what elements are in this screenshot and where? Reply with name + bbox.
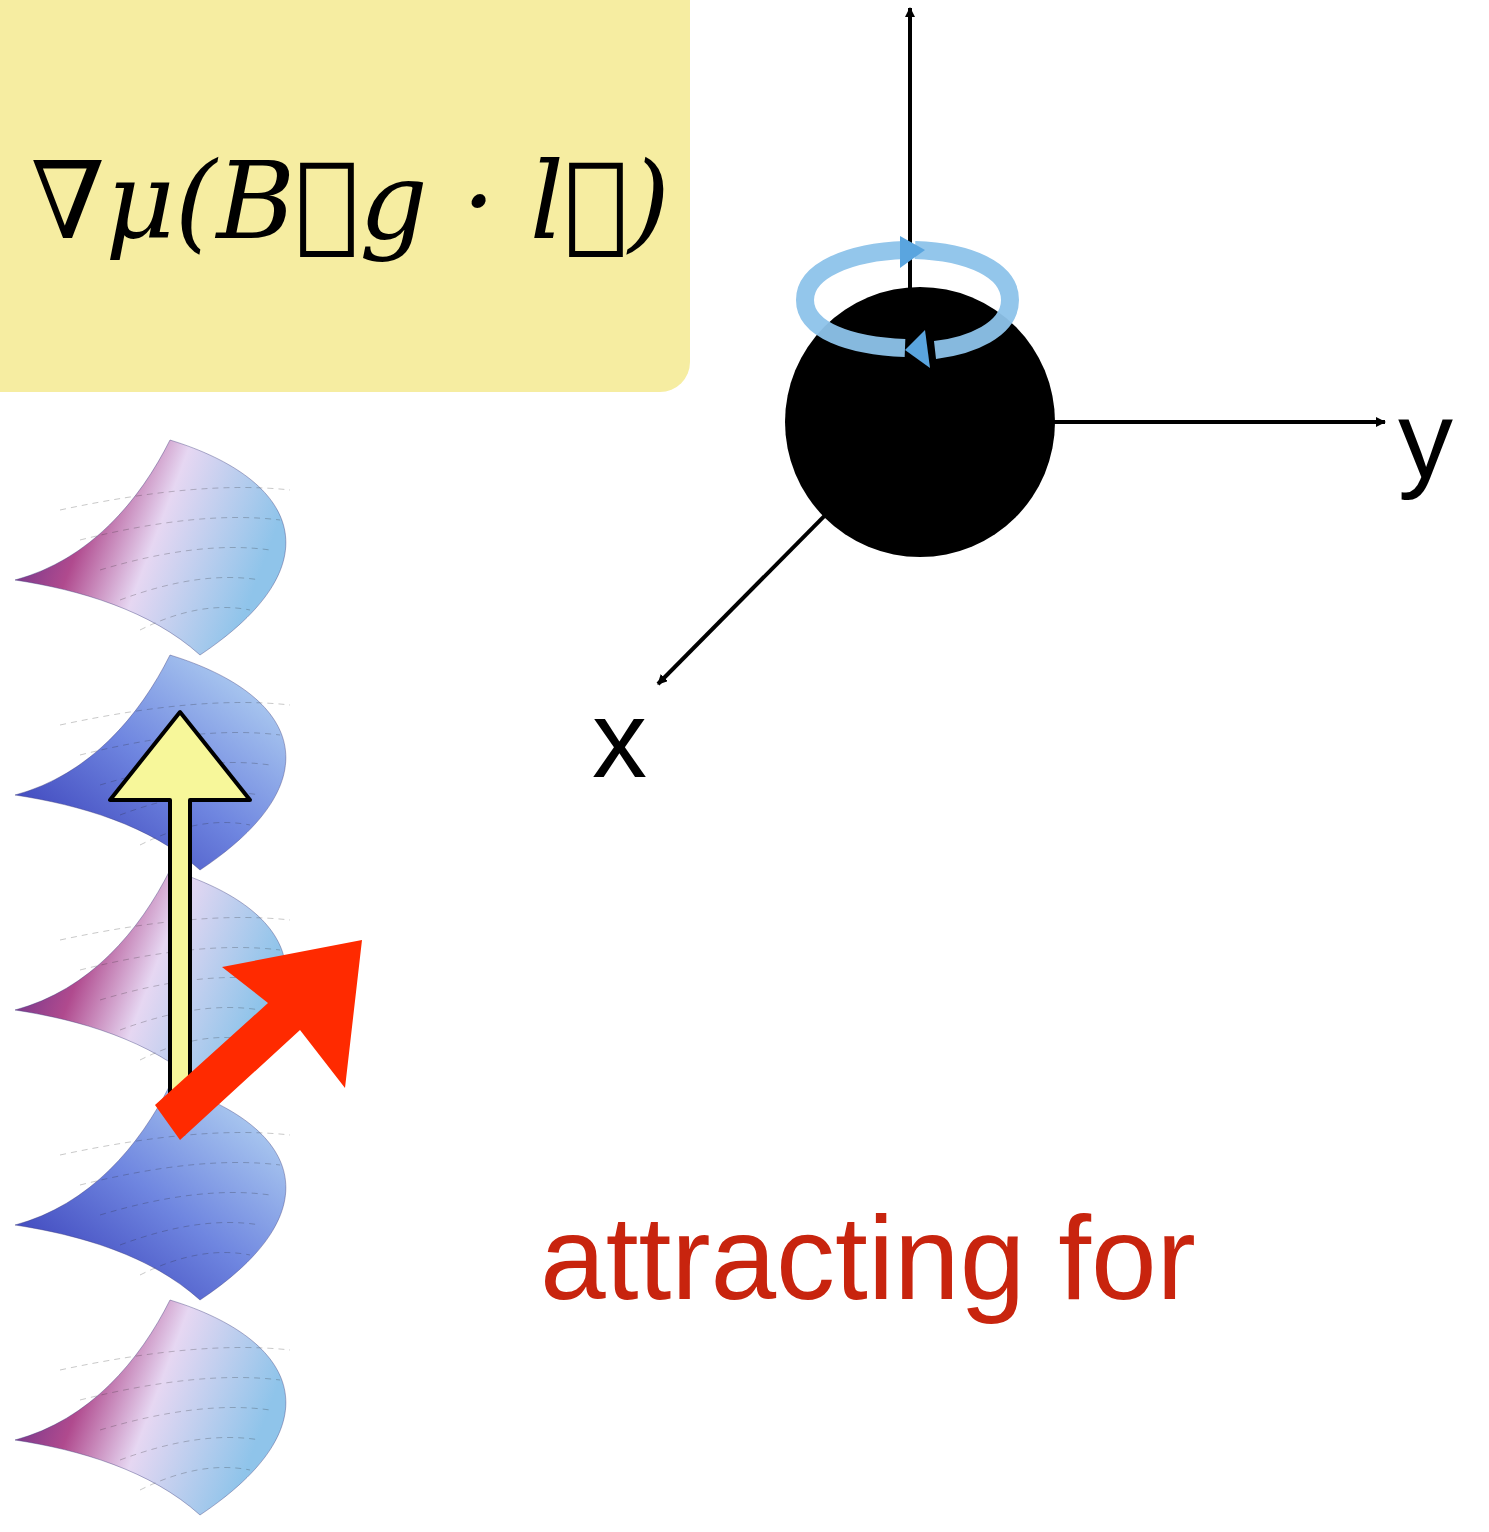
- rotation-arrow: [805, 250, 1010, 350]
- helix-mesh: [140, 1253, 250, 1276]
- helix-mesh: [120, 1438, 260, 1461]
- helix-mesh: [80, 1378, 280, 1401]
- axis-label: y: [1398, 375, 1453, 502]
- rotation-head: [900, 236, 925, 268]
- helix-mesh: [80, 518, 280, 541]
- helix-mesh: [100, 548, 270, 571]
- z-axis-inner: [908, 287, 912, 430]
- helix-mesh: [60, 1133, 290, 1156]
- spin-arrow: [110, 712, 250, 1095]
- axis-label: x: [592, 675, 647, 802]
- helix-lobe: [15, 1300, 286, 1515]
- helix-mesh: [120, 1223, 260, 1246]
- helix-mesh: [100, 1193, 270, 1216]
- rotation-head: [905, 330, 930, 368]
- z-axis: [908, 8, 912, 430]
- helix-mesh: [140, 823, 250, 846]
- helix-mesh: [120, 578, 260, 601]
- helix-mesh: [140, 1468, 250, 1491]
- helix-mesh: [60, 488, 290, 511]
- formula-text: ∇μ(B⃗g · l⃗): [30, 139, 670, 263]
- force-arrow: [155, 940, 362, 1140]
- force-label: attracting for: [540, 1190, 1196, 1326]
- helix-mesh: [60, 1348, 290, 1371]
- helix-mesh: [140, 608, 250, 631]
- helix-mesh: [80, 1163, 280, 1186]
- helix-lobe: [15, 440, 286, 655]
- formula-box: ∇μ(B⃗g · l⃗): [0, 0, 690, 392]
- helix-mesh: [100, 1408, 270, 1431]
- helix-lobe: [15, 1085, 286, 1300]
